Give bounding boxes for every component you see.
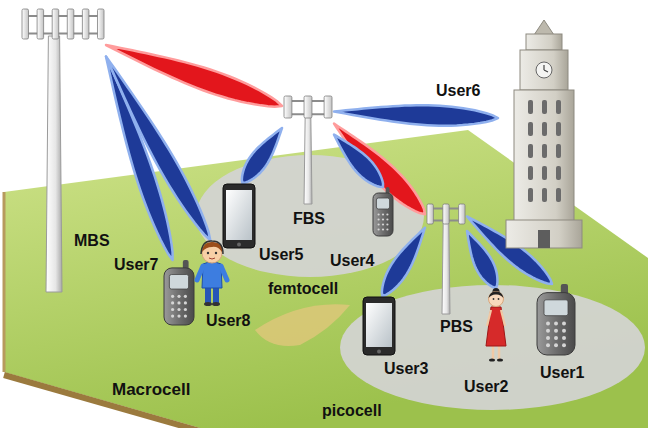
mobile-phone: User4 — [372, 187, 394, 237]
smartphone-art — [222, 183, 256, 249]
mobile-phone-art — [163, 260, 195, 326]
user-person: User2 — [482, 288, 510, 362]
node-label: User6 — [436, 82, 480, 100]
smartphone: User5 — [222, 183, 256, 249]
mobile-phone: User1 — [536, 284, 576, 356]
node-label: Macrocell — [112, 380, 190, 400]
base-station-tower-art — [20, 8, 106, 293]
mobile-phone-art — [372, 187, 394, 237]
base-station-tower: FBS — [282, 95, 334, 205]
base-station-tower-art — [282, 95, 334, 205]
mobile-phone: User7 — [163, 260, 195, 326]
node-label: picocell — [322, 402, 382, 420]
node-label: User8 — [206, 312, 250, 330]
smartphone-art — [362, 296, 396, 356]
base-station-tower: MBS — [20, 8, 106, 293]
node-label: PBS — [440, 318, 473, 336]
user-person-art — [482, 288, 510, 362]
user-person: User8 — [194, 240, 230, 306]
cell-region: picocellPBSUser3User2User1 — [340, 285, 645, 410]
node-label: FBS — [293, 210, 325, 228]
node-label: User3 — [384, 360, 428, 378]
node-label: femtocell — [268, 280, 338, 298]
user-person-art — [194, 240, 230, 306]
building-art — [498, 20, 590, 248]
node-label: User1 — [540, 364, 584, 382]
base-station-tower: PBS — [425, 203, 467, 315]
base-station-tower-art — [425, 203, 467, 315]
smartphone: User3 — [362, 296, 396, 356]
mobile-phone-art — [536, 284, 576, 356]
node-label: MBS — [74, 232, 110, 250]
node-label: User4 — [330, 252, 374, 270]
node-label: User7 — [114, 256, 158, 274]
cell-region: femtocellFBSUser5User4 — [196, 155, 424, 277]
node-label: User2 — [464, 378, 508, 396]
beam-lobe — [334, 105, 498, 125]
radio-beam — [334, 105, 498, 125]
building: User6 — [498, 20, 590, 248]
node-label: User5 — [259, 246, 303, 264]
